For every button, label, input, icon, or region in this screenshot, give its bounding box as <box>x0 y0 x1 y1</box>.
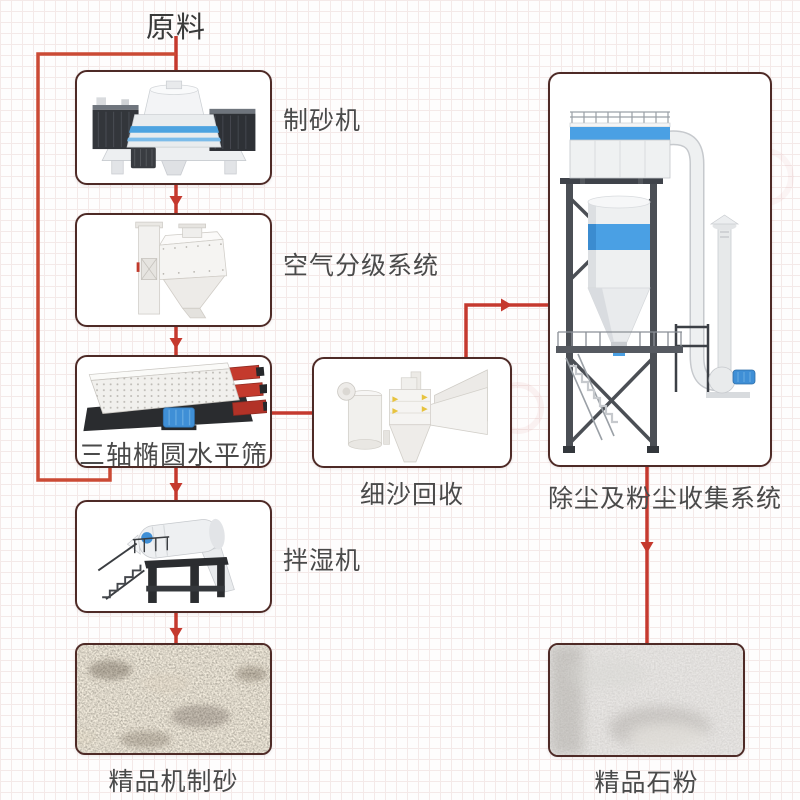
wet-mixer-box <box>75 500 272 613</box>
machine-made-sand-photo <box>75 643 272 755</box>
arrowhead <box>169 483 183 494</box>
triple-shaft-screen-box: 三轴椭圆水平筛 <box>75 355 272 468</box>
air-classifier-label: 空气分级系统 <box>283 251 440 280</box>
arrowhead <box>169 338 183 349</box>
arrowhead <box>169 196 183 207</box>
wet-mixer-label: 拌湿机 <box>283 546 362 575</box>
arrowhead <box>501 298 512 312</box>
arrowhead <box>640 542 654 553</box>
dust-collection-label: 除尘及粉尘收集系统 <box>548 484 783 513</box>
fine-sand-recovery-box <box>312 357 512 468</box>
stone-powder-label: 精品石粉 <box>594 768 699 797</box>
powder-texture-image <box>550 645 743 755</box>
stone-powder-photo <box>548 643 745 757</box>
arrow-recovery-to-dust <box>464 303 548 357</box>
fine-sand-recovery-image <box>337 368 488 462</box>
sand-maker-image <box>92 80 255 175</box>
air-classifier-image <box>134 221 227 319</box>
raw-material-label: 原料 <box>145 10 206 44</box>
sand-maker-box <box>75 70 272 185</box>
machine-made-sand-label: 精品机制砂 <box>108 767 239 796</box>
air-classifier-box <box>75 213 272 327</box>
triple-shaft-screen-image <box>83 362 267 432</box>
arrowhead <box>169 628 183 639</box>
triple-shaft-screen-label: 三轴椭圆水平筛 <box>78 441 268 468</box>
fine-sand-recovery-label: 细沙回收 <box>359 480 464 509</box>
sand-maker-label: 制砂机 <box>283 106 362 135</box>
wet-mixer-image <box>97 518 235 603</box>
dust-collection-box <box>548 72 772 467</box>
sand-texture-image <box>77 645 270 753</box>
dust-collection-image <box>556 111 756 453</box>
